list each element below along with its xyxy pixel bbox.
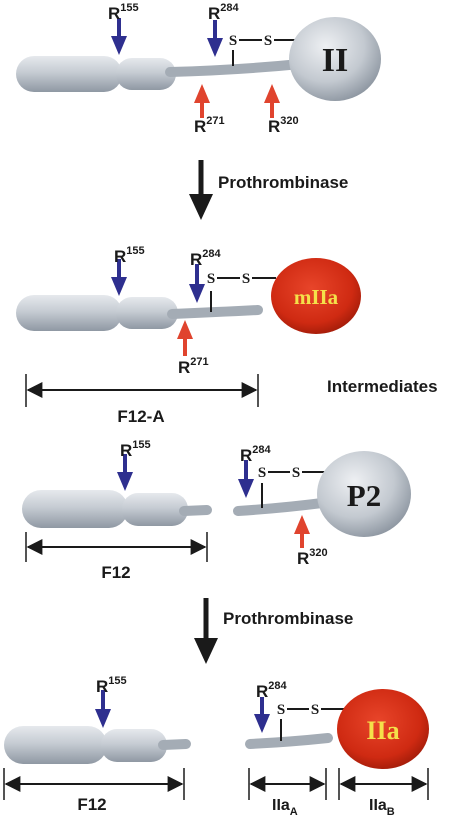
sulfur-atom: S xyxy=(277,702,285,718)
svg-text:R284: R284 xyxy=(190,248,222,269)
kringle-domain-2 xyxy=(101,729,167,762)
span-iia-b: IIaB xyxy=(338,768,429,818)
prothrombinase-step-2: Prothrombinase xyxy=(194,598,353,664)
linker-tail xyxy=(233,497,335,516)
sulfur-atom: S xyxy=(311,702,319,718)
svg-text:R155: R155 xyxy=(108,2,139,23)
f12-a-label: F12-A xyxy=(117,407,164,426)
prothrombin-label: II xyxy=(322,42,348,79)
prothrombinase-step-1: Prothrombinase xyxy=(189,160,348,220)
red-catalytic-sphere xyxy=(271,258,361,334)
intermediates-label: Intermediates xyxy=(327,377,438,396)
prethrombin2-label: P2 xyxy=(347,478,381,513)
sulfur-atom: S xyxy=(264,33,272,49)
span-f12: F12 xyxy=(3,768,185,814)
sulfur-atom: S xyxy=(242,271,250,287)
span-iia-a: IIaA xyxy=(248,768,327,818)
svg-text:R155: R155 xyxy=(114,245,145,266)
catalytic-domain-sphere xyxy=(317,451,411,537)
kringle-domain-1 xyxy=(22,490,128,528)
cleavage-arrow-r155: R155 xyxy=(117,439,151,491)
span-f12-a: F12-A xyxy=(25,374,259,426)
thrombin-label: IIa xyxy=(366,716,399,745)
sulfur-atom: S xyxy=(292,465,300,481)
catalytic-domain-sphere xyxy=(289,17,381,101)
iia-a-label: IIaA xyxy=(272,797,298,818)
cleavage-arrow-r155: R155 xyxy=(111,245,145,296)
span-f12: F12 xyxy=(25,532,208,582)
meizothrombin-label: mIIa xyxy=(294,285,339,309)
cleavage-arrow-r284: R284 xyxy=(207,2,240,57)
linker-tail xyxy=(167,305,263,319)
a-chain-tail xyxy=(245,733,333,749)
f12-label: F12 xyxy=(77,795,106,814)
kringle-domain-2 xyxy=(116,297,178,329)
svg-text:R284: R284 xyxy=(240,444,272,465)
f12-tail xyxy=(179,505,212,516)
red-catalytic-sphere xyxy=(337,689,429,769)
cleavage-arrow-r155: R155 xyxy=(95,675,127,728)
sulfur-atom: S xyxy=(207,271,215,287)
cleavage-arrow-r155: R155 xyxy=(108,2,139,55)
kringle-domain-2 xyxy=(116,58,176,90)
fragment-12 xyxy=(22,490,212,528)
svg-text:R284: R284 xyxy=(256,680,288,701)
cleavage-arrow-r284: R284 xyxy=(238,444,272,498)
meizothrombin-molecule: mIIa S S xyxy=(16,258,361,334)
cleavage-arrow-r320: R320 xyxy=(264,84,299,136)
cleavage-arrow-r284: R284 xyxy=(254,680,288,733)
linker-tail xyxy=(165,59,305,77)
prothrombin-molecule: II S S xyxy=(16,17,381,101)
f12-label: F12 xyxy=(101,563,130,582)
svg-text:R271: R271 xyxy=(178,356,209,377)
kringle-domain-1 xyxy=(16,56,122,92)
cleavage-arrow-r284: R284 xyxy=(189,248,222,303)
fragment-12 xyxy=(4,726,191,764)
prothrombinase-label: Prothrombinase xyxy=(218,173,348,192)
svg-text:R320: R320 xyxy=(297,547,328,568)
svg-text:R155: R155 xyxy=(96,675,127,696)
cleavage-arrow-r271: R271 xyxy=(177,320,209,377)
thrombin-molecule: IIa S S xyxy=(245,689,429,769)
sulfur-atom: S xyxy=(258,465,266,481)
svg-text:R320: R320 xyxy=(268,115,299,136)
cleavage-arrow-r271: R271 xyxy=(194,84,225,136)
kringle-domain-2 xyxy=(122,493,188,526)
prothrombinase-label: Prothrombinase xyxy=(223,609,353,628)
svg-text:R271: R271 xyxy=(194,115,225,136)
prethrombin2-molecule: P2 S S xyxy=(233,451,411,537)
kringle-domain-1 xyxy=(16,295,122,331)
kringle-domain-1 xyxy=(4,726,107,764)
svg-text:R155: R155 xyxy=(120,439,151,460)
cleavage-arrow-r320: R320 xyxy=(294,515,328,568)
svg-text:R284: R284 xyxy=(208,2,240,23)
f12-tail xyxy=(158,739,191,750)
iia-b-label: IIaB xyxy=(369,797,395,818)
sulfur-atom: S xyxy=(229,33,237,49)
